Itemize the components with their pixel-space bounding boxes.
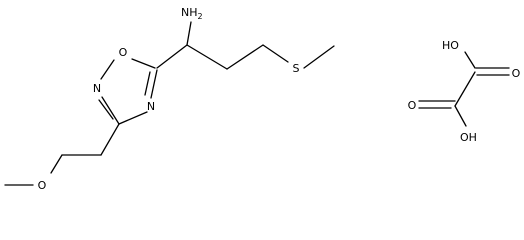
hydroxyl-bottom-label: OH	[460, 131, 477, 144]
carbonyl-bottom-oxygen-label: O	[408, 99, 417, 112]
amine-subscript: 2	[198, 12, 203, 21]
ring-nitrogen-4-label: N	[147, 100, 155, 113]
bond-ho-c1	[464, 51, 476, 69]
ring-nitrogen-2-label: N	[93, 82, 101, 95]
oxalic-acid-molecule: HO O O OH	[408, 39, 521, 144]
bond-n2-o1	[100, 59, 115, 80]
bond-c3-ch2	[100, 123, 120, 156]
bond-ch2-ch2-b	[226, 44, 264, 70]
bond-c1-c2	[454, 71, 476, 107]
carbonyl-top-oxygen-label: O	[512, 67, 521, 80]
bond-ch2-s	[262, 44, 289, 63]
bond-s-ch3	[303, 45, 335, 69]
oxadiazole-molecule: NH2 O N N S O	[4, 6, 335, 192]
bond-ch2-o	[50, 154, 63, 174]
amine-label: NH2	[181, 6, 203, 21]
bond-ch-nh2	[186, 21, 192, 46]
bond-c5-n4	[150, 69, 158, 99]
hydroxyl-top-label: HO	[442, 39, 459, 52]
ether-oxygen-label: O	[38, 179, 47, 192]
bond-o1-c5	[131, 58, 156, 69]
bond-c2-oh	[454, 105, 467, 127]
ring-oxygen-label: O	[119, 46, 128, 59]
bond-c5-n4-double	[144, 71, 151, 96]
bond-c3-n2	[101, 96, 120, 125]
bond-c3-n2-double	[98, 99, 114, 120]
bond-ch-ch2	[186, 44, 228, 70]
bond-n4-c3	[118, 111, 148, 125]
chemical-structure-diagram: NH2 O N N S O HO O O OH	[4, 6, 521, 192]
bond-c5-ch	[156, 44, 188, 69]
thioether-sulfur-label: S	[293, 62, 300, 75]
